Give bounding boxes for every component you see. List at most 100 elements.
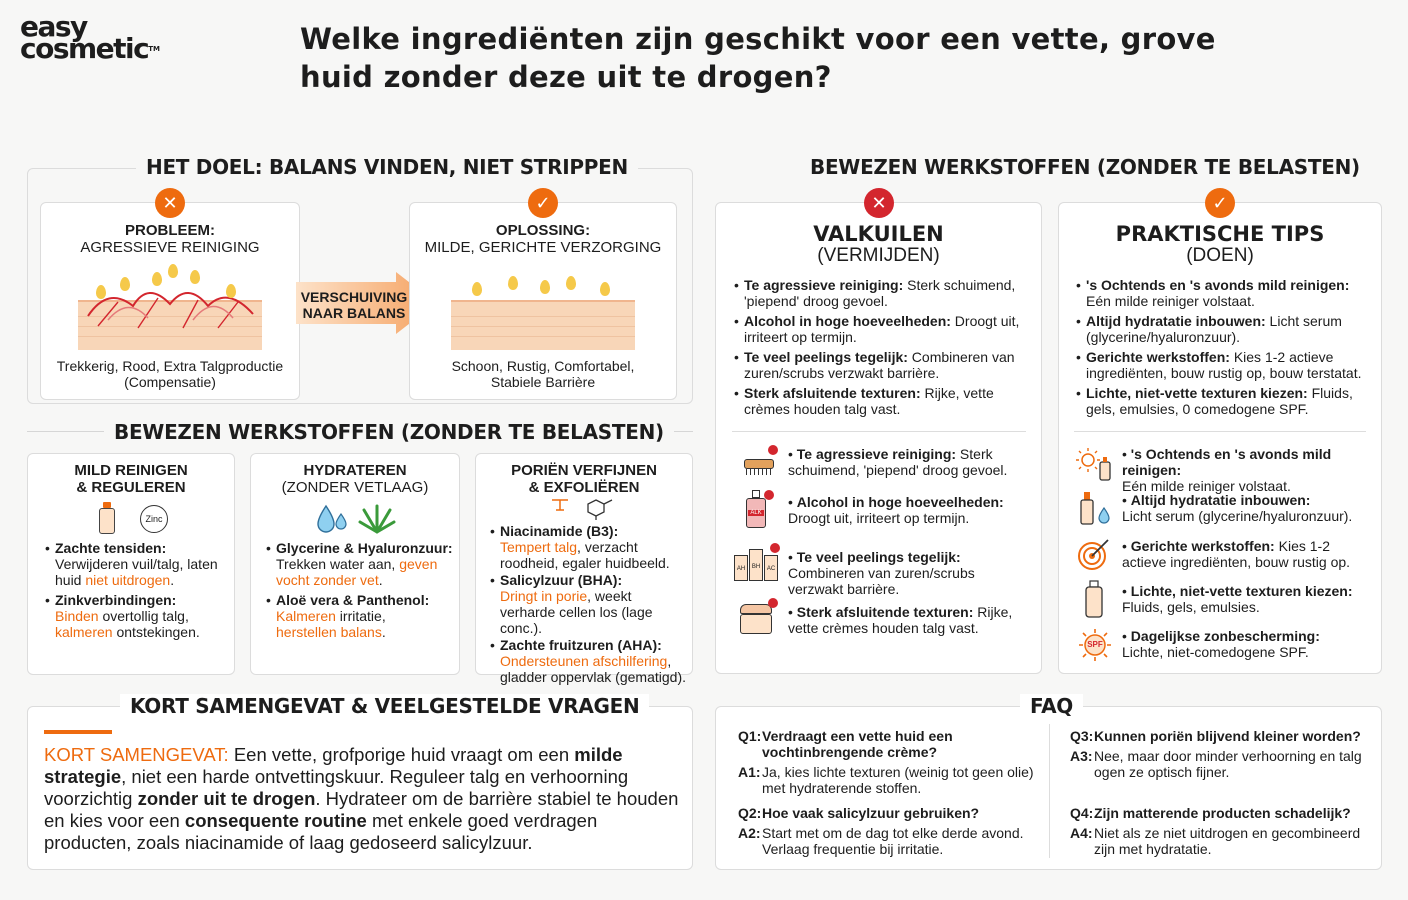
faq-answer: Nee, maar door minder verhoorning en tal… bbox=[1094, 748, 1362, 780]
problem-caption: Trekkerig, Rood, Extra Talgproductie (Co… bbox=[56, 358, 284, 390]
list-item: Altijd hydratatie inbouwen: Licht serum … bbox=[1076, 313, 1376, 345]
shift-arrow bbox=[296, 272, 436, 334]
zinc-icon: Zinc bbox=[140, 505, 168, 533]
solution-title-1: OPLOSSING: bbox=[495, 222, 591, 239]
faq-item: Q4:Zijn matterende producten schadelijk?… bbox=[1070, 805, 1372, 857]
serum-icon bbox=[1080, 492, 1110, 525]
solution-title-2: MILDE, GERICHTE VERZORGING bbox=[424, 239, 662, 256]
pores-title-1: PORIËN VERFIJNEN bbox=[511, 462, 657, 479]
cleanser-bottle-icon bbox=[98, 502, 116, 534]
cleanse-title-1: MILD REINIGEN bbox=[74, 462, 188, 479]
list-item: Aloë vera & Panthenol:Kalmeren irritatie… bbox=[266, 592, 456, 640]
faq-card bbox=[715, 706, 1382, 870]
faq-question: Hoe vaak salicylzuur gebruiken? bbox=[762, 805, 980, 821]
aloe-icon bbox=[358, 504, 396, 534]
sun-bottle-icon bbox=[1076, 448, 1111, 481]
list-item: Lichte, niet-vette texturen kiezen: Flui… bbox=[1076, 385, 1376, 417]
brand-tm: TM bbox=[148, 45, 160, 53]
problem-title: PROBLEEM: AGRESSIEVE REINIGING bbox=[40, 222, 300, 256]
pores-title-2: & EXFOLIËREN bbox=[528, 479, 640, 496]
accent-bar bbox=[44, 730, 112, 734]
tip-row: • Gerichte werkstoffen: Kies 1-2 actieve… bbox=[1122, 538, 1351, 570]
faq-item: Q2:Hoe vaak salicylzuur gebruiken? A2:St… bbox=[738, 805, 1038, 857]
faq-question: Kunnen poriën blijvend kleiner worden? bbox=[1094, 728, 1361, 744]
pitfalls-title: VALKUILEN (VERMIJDEN) bbox=[715, 222, 1042, 266]
actives-left-heading: BEWEZEN WERKSTOFFEN (ZONDER TE BELASTEN) bbox=[104, 420, 674, 444]
jar-icon bbox=[738, 598, 778, 636]
pitfall-row: • Alcohol in hoge hoeveelheden: Droogt u… bbox=[788, 494, 1004, 526]
list-item: Te veel peelings tegelijk: Combineren va… bbox=[734, 349, 1034, 381]
problem-title-1: PROBLEEM: bbox=[125, 222, 215, 239]
faq-answer: Niet als ze niet uitdrogen en gecombinee… bbox=[1094, 825, 1361, 857]
divider-line bbox=[1074, 431, 1366, 432]
hydrate-title: HYDRATEREN (ZONDER VETLAAG) bbox=[250, 462, 460, 496]
list-item: Gerichte werkstoffen: Kies 1-2 actieve i… bbox=[1076, 349, 1376, 381]
summary-text: KORT SAMENGEVAT: Een vette, grofporige h… bbox=[44, 744, 679, 853]
tips-list: 's Ochtends en 's avonds mild reinigen: … bbox=[1076, 277, 1376, 421]
solution-caption: Schoon, Rustig, Comfortabel, Stabiele Ba… bbox=[451, 358, 635, 390]
brush-icon bbox=[738, 445, 778, 477]
tips-subtitle: (DOEN) bbox=[1186, 245, 1254, 266]
faq-item: Q3:Kunnen poriën blijvend kleiner worden… bbox=[1070, 728, 1372, 780]
hydrate-title-2: (ZONDER VETLAAG) bbox=[281, 479, 429, 496]
bottle-label: AH bbox=[734, 555, 748, 581]
list-item: Glycerine & Hyaluronzuur:Trekken water a… bbox=[266, 540, 456, 588]
brand-line1: easy bbox=[20, 10, 88, 43]
bottle-icon: ALK bbox=[744, 490, 774, 530]
list-item: Salicylzuur (BHA):Dringt in porie, weekt… bbox=[490, 572, 690, 636]
pitfalls-list: Te agressieve reiniging: Sterk schuimend… bbox=[734, 277, 1034, 421]
fluid-bottle-icon bbox=[1085, 580, 1103, 618]
hydrate-list: Glycerine & Hyaluronzuur:Trekken water a… bbox=[266, 540, 456, 644]
list-item: Sterk afsluitende texturen: Rijke, vette… bbox=[734, 385, 1034, 417]
list-item: Alcohol in hoge hoeveelheden: Droogt uit… bbox=[734, 313, 1034, 345]
faq-question: Verdraagt een vette huid een vochtinbren… bbox=[762, 728, 953, 760]
solution-title: OPLOSSING: MILDE, GERICHTE VERZORGING bbox=[409, 222, 677, 256]
shift-arrow-label: VERSCHUIVING NAAR BALANS bbox=[292, 289, 416, 321]
arrow-line1: VERSCHUIVING bbox=[300, 289, 408, 305]
faq-item: Q1:Verdraagt een vette huid een vochtinb… bbox=[738, 728, 1038, 796]
bottle-label: ALK bbox=[748, 510, 764, 516]
divider-line bbox=[732, 431, 1026, 432]
cleanse-title-2: & REGULEREN bbox=[76, 479, 186, 496]
tips-title-text: PRAKTISCHE TIPS bbox=[1115, 222, 1325, 246]
tip-row: • 's Ochtends en 's avonds mild reinigen… bbox=[1122, 446, 1332, 494]
page-title: Welke ingrediënten zijn geschikt voor ee… bbox=[300, 22, 1216, 94]
faq-heading: FAQ bbox=[1020, 694, 1083, 718]
summary-lead: KORT SAMENGEVAT: bbox=[44, 744, 229, 765]
target-icon bbox=[1078, 539, 1109, 570]
spf-sun-icon: SPF bbox=[1078, 628, 1112, 662]
faq-question: Zijn matterende producten schadelijk? bbox=[1094, 805, 1351, 821]
problem-title-2: AGRESSIEVE REINIGING bbox=[80, 239, 260, 256]
pitfalls-title-text: VALKUILEN bbox=[813, 222, 944, 246]
list-item: Zinkverbindingen:Binden overtollig talg,… bbox=[45, 592, 229, 640]
hydrate-title-1: HYDRATEREN bbox=[303, 462, 407, 479]
check-mark-icon: ✓ bbox=[528, 188, 558, 218]
pitfall-row: • Te veel peelings tegelijk: Combineren … bbox=[788, 549, 975, 597]
brand-logo: easy cosmeticTM bbox=[20, 10, 160, 63]
list-item: Zachte fruitzuren (AHA):Ondersteunen afs… bbox=[490, 637, 690, 685]
x-mark-icon: ✕ bbox=[155, 188, 185, 218]
bottle-label: BH bbox=[749, 549, 763, 581]
tip-row: • Lichte, niet-vette texturen kiezen:Flu… bbox=[1122, 583, 1353, 615]
pitfalls-subtitle: (VERMIJDEN) bbox=[817, 245, 940, 266]
cleanse-title: MILD REINIGEN & REGULEREN bbox=[27, 462, 235, 496]
divider-line bbox=[1049, 724, 1050, 858]
bottles-icon: AH BH AC bbox=[734, 543, 780, 583]
goal-heading: HET DOEL: BALANS VINDEN, NIET STRIPPEN bbox=[136, 155, 638, 179]
faq-answer: Ja, kies lichte texturen (weinig tot gee… bbox=[762, 764, 1034, 796]
tip-row: • Altijd hydratatie inbouwen:Licht serum… bbox=[1122, 492, 1353, 524]
list-item: 's Ochtends en 's avonds mild reinigen: … bbox=[1076, 277, 1376, 309]
spf-label: SPF bbox=[1087, 640, 1103, 649]
tip-row: • Dagelijkse zonbescherming:Lichte, niet… bbox=[1122, 628, 1320, 660]
faq-answer: Start met om de dag tot elke derde avond… bbox=[762, 825, 1024, 857]
pitfall-row: • Sterk afsluitende texturen: Rijke, vet… bbox=[788, 604, 1013, 636]
actives-right-heading: BEWEZEN WERKSTOFFEN (ZONDER TE BELASTEN) bbox=[800, 155, 1370, 179]
pitfall-row: • Te agressieve reiniging: Sterk schuime… bbox=[788, 446, 1008, 478]
bottle-label: AC bbox=[764, 555, 778, 581]
cleanse-list: Zachte tensiden:Verwijderen vuil/talg, l… bbox=[45, 540, 229, 644]
x-mark-icon: ✕ bbox=[864, 188, 894, 218]
water-drops-icon bbox=[317, 504, 347, 533]
tips-title: PRAKTISCHE TIPS (DOEN) bbox=[1058, 222, 1382, 266]
arrow-line2: NAAR BALANS bbox=[302, 305, 406, 321]
molecule-icon bbox=[552, 499, 613, 520]
